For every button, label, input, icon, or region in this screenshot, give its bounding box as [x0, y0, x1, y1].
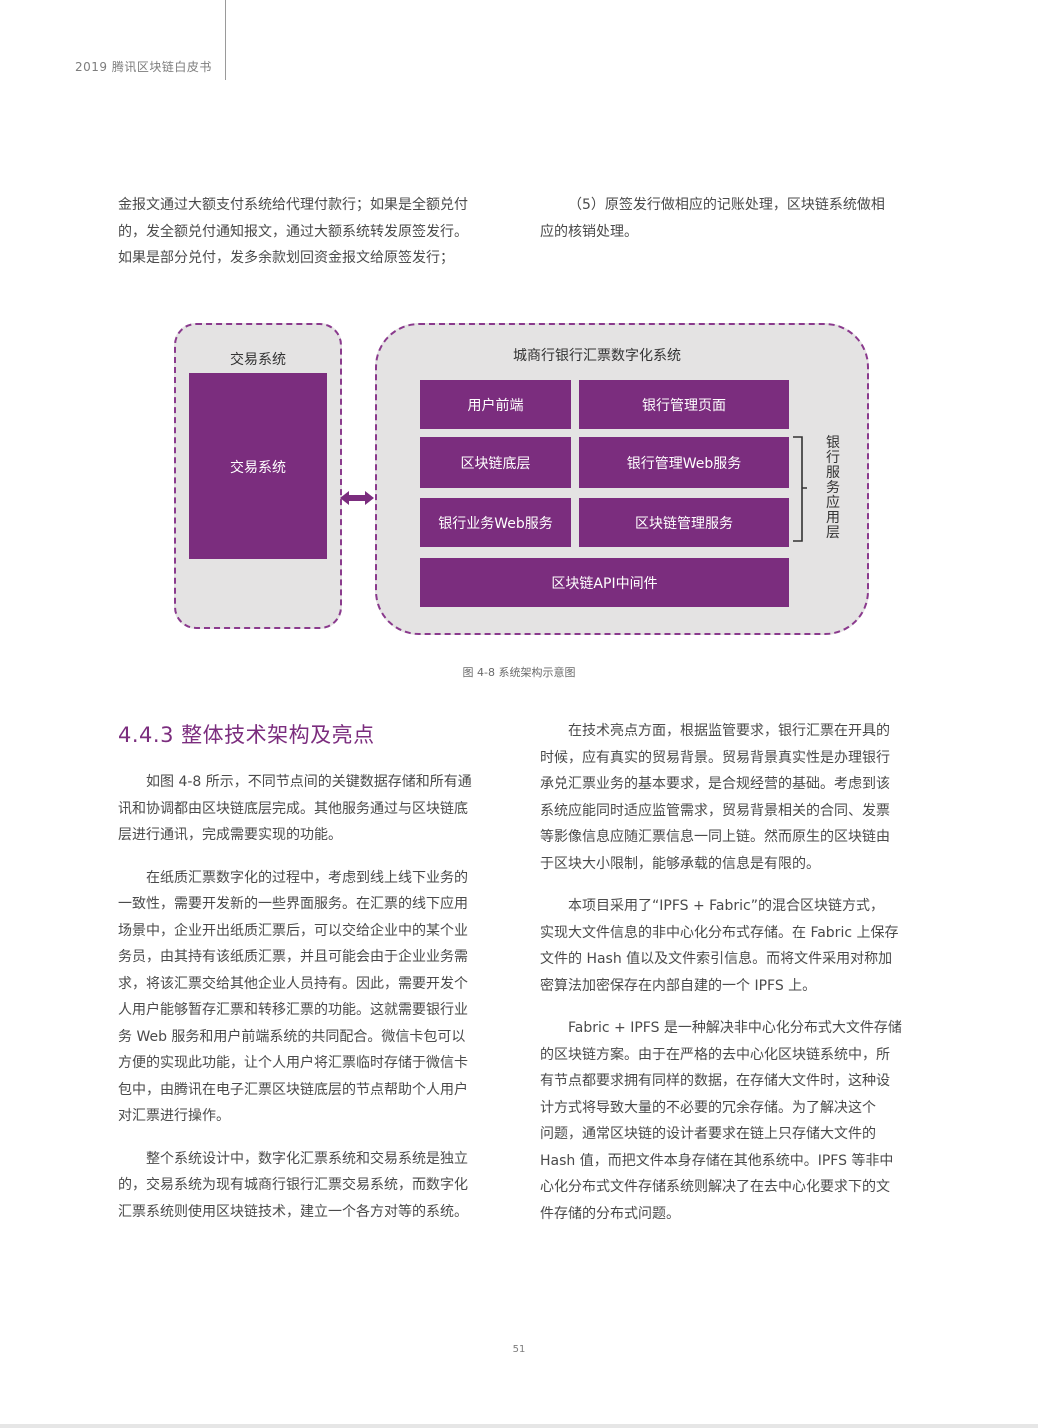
bank-admin-page-block: 银行管理页面 [579, 380, 789, 429]
paragraph-line: 务 Web 服务和用户前端系统的共同配合。微信卡包可以 [118, 1028, 466, 1045]
text-line: 应的核销处理。 [540, 223, 638, 240]
paragraph-line: 本项目采用了“IPFS + Fabric”的混合区块链方式， [568, 898, 884, 914]
bank-service-layer-label: 银 行 服 务 应 用 层 [823, 436, 843, 541]
trading-system-container: 交易系统 交易系统 [174, 323, 342, 629]
paragraph-line: 等影像信息应随汇票信息一同上链。然而原生的区块链由 [540, 829, 890, 845]
bracket-icon [793, 436, 807, 542]
paragraph-line: 如图 4-8 所示，不同节点间的关键数据存储和所有通 [146, 774, 472, 790]
trading-system-block: 交易系统 [189, 373, 327, 559]
paragraph-line: 的区块链方案。由于在严格的去中心化区块链系统中，所 [540, 1046, 890, 1063]
paragraph-line: 文件的 Hash 值以及文件索引信息。而将文件采用对称加 [540, 951, 893, 967]
text-line: 如果是部分兑付，发多余款划回资金报文给原签发行； [118, 250, 454, 266]
text-line: 金报文通过大额支付系统给代理付款行；如果是全额兑付 [118, 197, 468, 213]
label-char: 银 [826, 435, 840, 451]
header-title: 2019 腾讯区块链白皮书 [75, 60, 212, 74]
chain-admin-service-block: 区块链管理服务 [579, 498, 789, 547]
paragraph-line: Fabric + IPFS 是一种解决非中心化分布式大文件存储 [568, 1020, 902, 1036]
blockchain-base-block: 区块链底层 [420, 437, 571, 488]
paragraph-line: 包中，由腾讯在电子汇票区块链底层的节点帮助个人用户 [118, 1081, 468, 1098]
bank-admin-web-block: 银行管理Web服务 [579, 437, 789, 488]
figure-caption: 图 4-8 系统架构示意图 [462, 666, 576, 679]
paragraph-line: 计方式将导致大量的不必要的冗余存储。为了解决这个 [540, 1099, 876, 1116]
right-column: 在技术亮点方面，根据监管要求，银行汇票在开具的 时候，应有真实的贸易背景。贸易背… [540, 718, 924, 1227]
paragraph-line: 密算法加密保存在内部自建的一个 IPFS 上。 [540, 977, 817, 994]
paragraph-line: 求，将该汇票交给其他企业人员持有。因此，需要开发个 [118, 975, 468, 992]
paragraph-line: 问题，通常区块链的设计者要求在链上只存储大文件的 [540, 1126, 876, 1142]
label-char: 层 [826, 525, 840, 541]
paragraph-line: 方便的实现此功能，让个人用户将汇票临时存储于微信卡 [118, 1055, 468, 1071]
paragraph-line: 在技术亮点方面，根据监管要求，银行汇票在开具的 [568, 723, 890, 739]
bidirectional-arrow-icon [340, 491, 374, 505]
paragraph-line: 人用户能够暂存汇票和转移汇票的功能。这就需要银行业 [118, 1002, 468, 1018]
digital-bill-system-title: 城商行银行汇票数字化系统 [513, 348, 681, 364]
paragraph-line: 在纸质汇票数字化的过程中，考虑到线上线下业务的 [146, 869, 468, 886]
label-char: 服 [826, 465, 840, 481]
label-char: 务 [826, 480, 840, 496]
trading-system-title: 交易系统 [230, 352, 286, 368]
left-column: 如图 4-8 所示，不同节点间的关键数据存储和所有通 讯和协调都由区块链底层完成… [118, 769, 502, 1225]
digital-bill-system-container: 城商行银行汇票数字化系统 用户前端 银行管理页面 区块链底层 银行管理Web服务… [375, 323, 869, 635]
paragraph-line: 的，交易系统为现有城商行银行汇票交易系统，而数字化 [118, 1177, 468, 1193]
paragraph-line: 件存储的分布式问题。 [540, 1205, 680, 1222]
paragraph-line: 整个系统设计中，数字化汇票系统和交易系统是独立 [146, 1150, 468, 1167]
section-heading: 4.4.3 整体技术架构及亮点 [118, 723, 375, 747]
paragraph-line: 层进行通讯，完成需要实现的功能。 [118, 827, 342, 843]
header-divider [225, 0, 226, 80]
bottom-edge [0, 1424, 1038, 1428]
paragraph-line: Hash 值，而把文件本身存储在其他系统中。IPFS 等非中 [540, 1152, 894, 1169]
text-line: （5）原签发行做相应的记账处理，区块链系统做相 [568, 197, 885, 213]
api-middleware-block: 区块链API中间件 [420, 558, 789, 607]
paragraph-line: 一致性，需要开发新的一些界面服务。在汇票的线下应用 [118, 896, 468, 912]
paragraph-line: 实现大文件信息的非中心化分布式存储。在 Fabric 上保存 [540, 924, 899, 941]
page-number: 51 [512, 1344, 526, 1355]
paragraph-line: 时候，应有真实的贸易背景。贸易背景真实性是办理银行 [540, 749, 890, 766]
bank-business-web-block: 银行业务Web服务 [420, 498, 571, 547]
paragraph-line: 汇票系统则使用区块链技术，建立一个各方对等的系统。 [118, 1203, 468, 1220]
paragraph-line: 有节点都要求拥有同样的数据，在存储大文件时，这种设 [540, 1073, 890, 1089]
paragraph-line: 承兑汇票业务的基本要求，是合规经营的基础。考虑到该 [540, 776, 890, 792]
paragraph-line: 于区块大小限制，能够承载的信息是有限的。 [540, 855, 820, 872]
paragraph-line: 对汇票进行操作。 [118, 1108, 230, 1124]
user-frontend-block: 用户前端 [420, 380, 571, 429]
paragraph-line: 务员，由其持有该纸质汇票，并且可能会由于企业业务需 [118, 949, 468, 965]
label-char: 行 [826, 450, 840, 466]
label-char: 应 [826, 495, 840, 511]
paragraph-line: 心化分布式文件存储系统则解决了在去中心化要求下的文 [540, 1179, 890, 1195]
paragraph-line: 场景中，企业开出纸质汇票后，可以交给企业中的某个业 [118, 922, 468, 939]
top-right-text: （5）原签发行做相应的记账处理，区块链系统做相 应的核销处理。 [540, 192, 924, 245]
top-left-text: 金报文通过大额支付系统给代理付款行；如果是全额兑付 的，发全额兑付通知报文，通过… [118, 192, 502, 272]
label-char: 用 [826, 510, 840, 526]
paragraph-line: 讯和协调都由区块链底层完成。其他服务通过与区块链底 [118, 800, 468, 817]
paragraph-line: 系统应能同时适应监管需求，贸易背景相关的合同、发票 [540, 802, 890, 819]
text-line: 的，发全额兑付通知报文，通过大额系统转发原签发行。 [118, 223, 468, 240]
